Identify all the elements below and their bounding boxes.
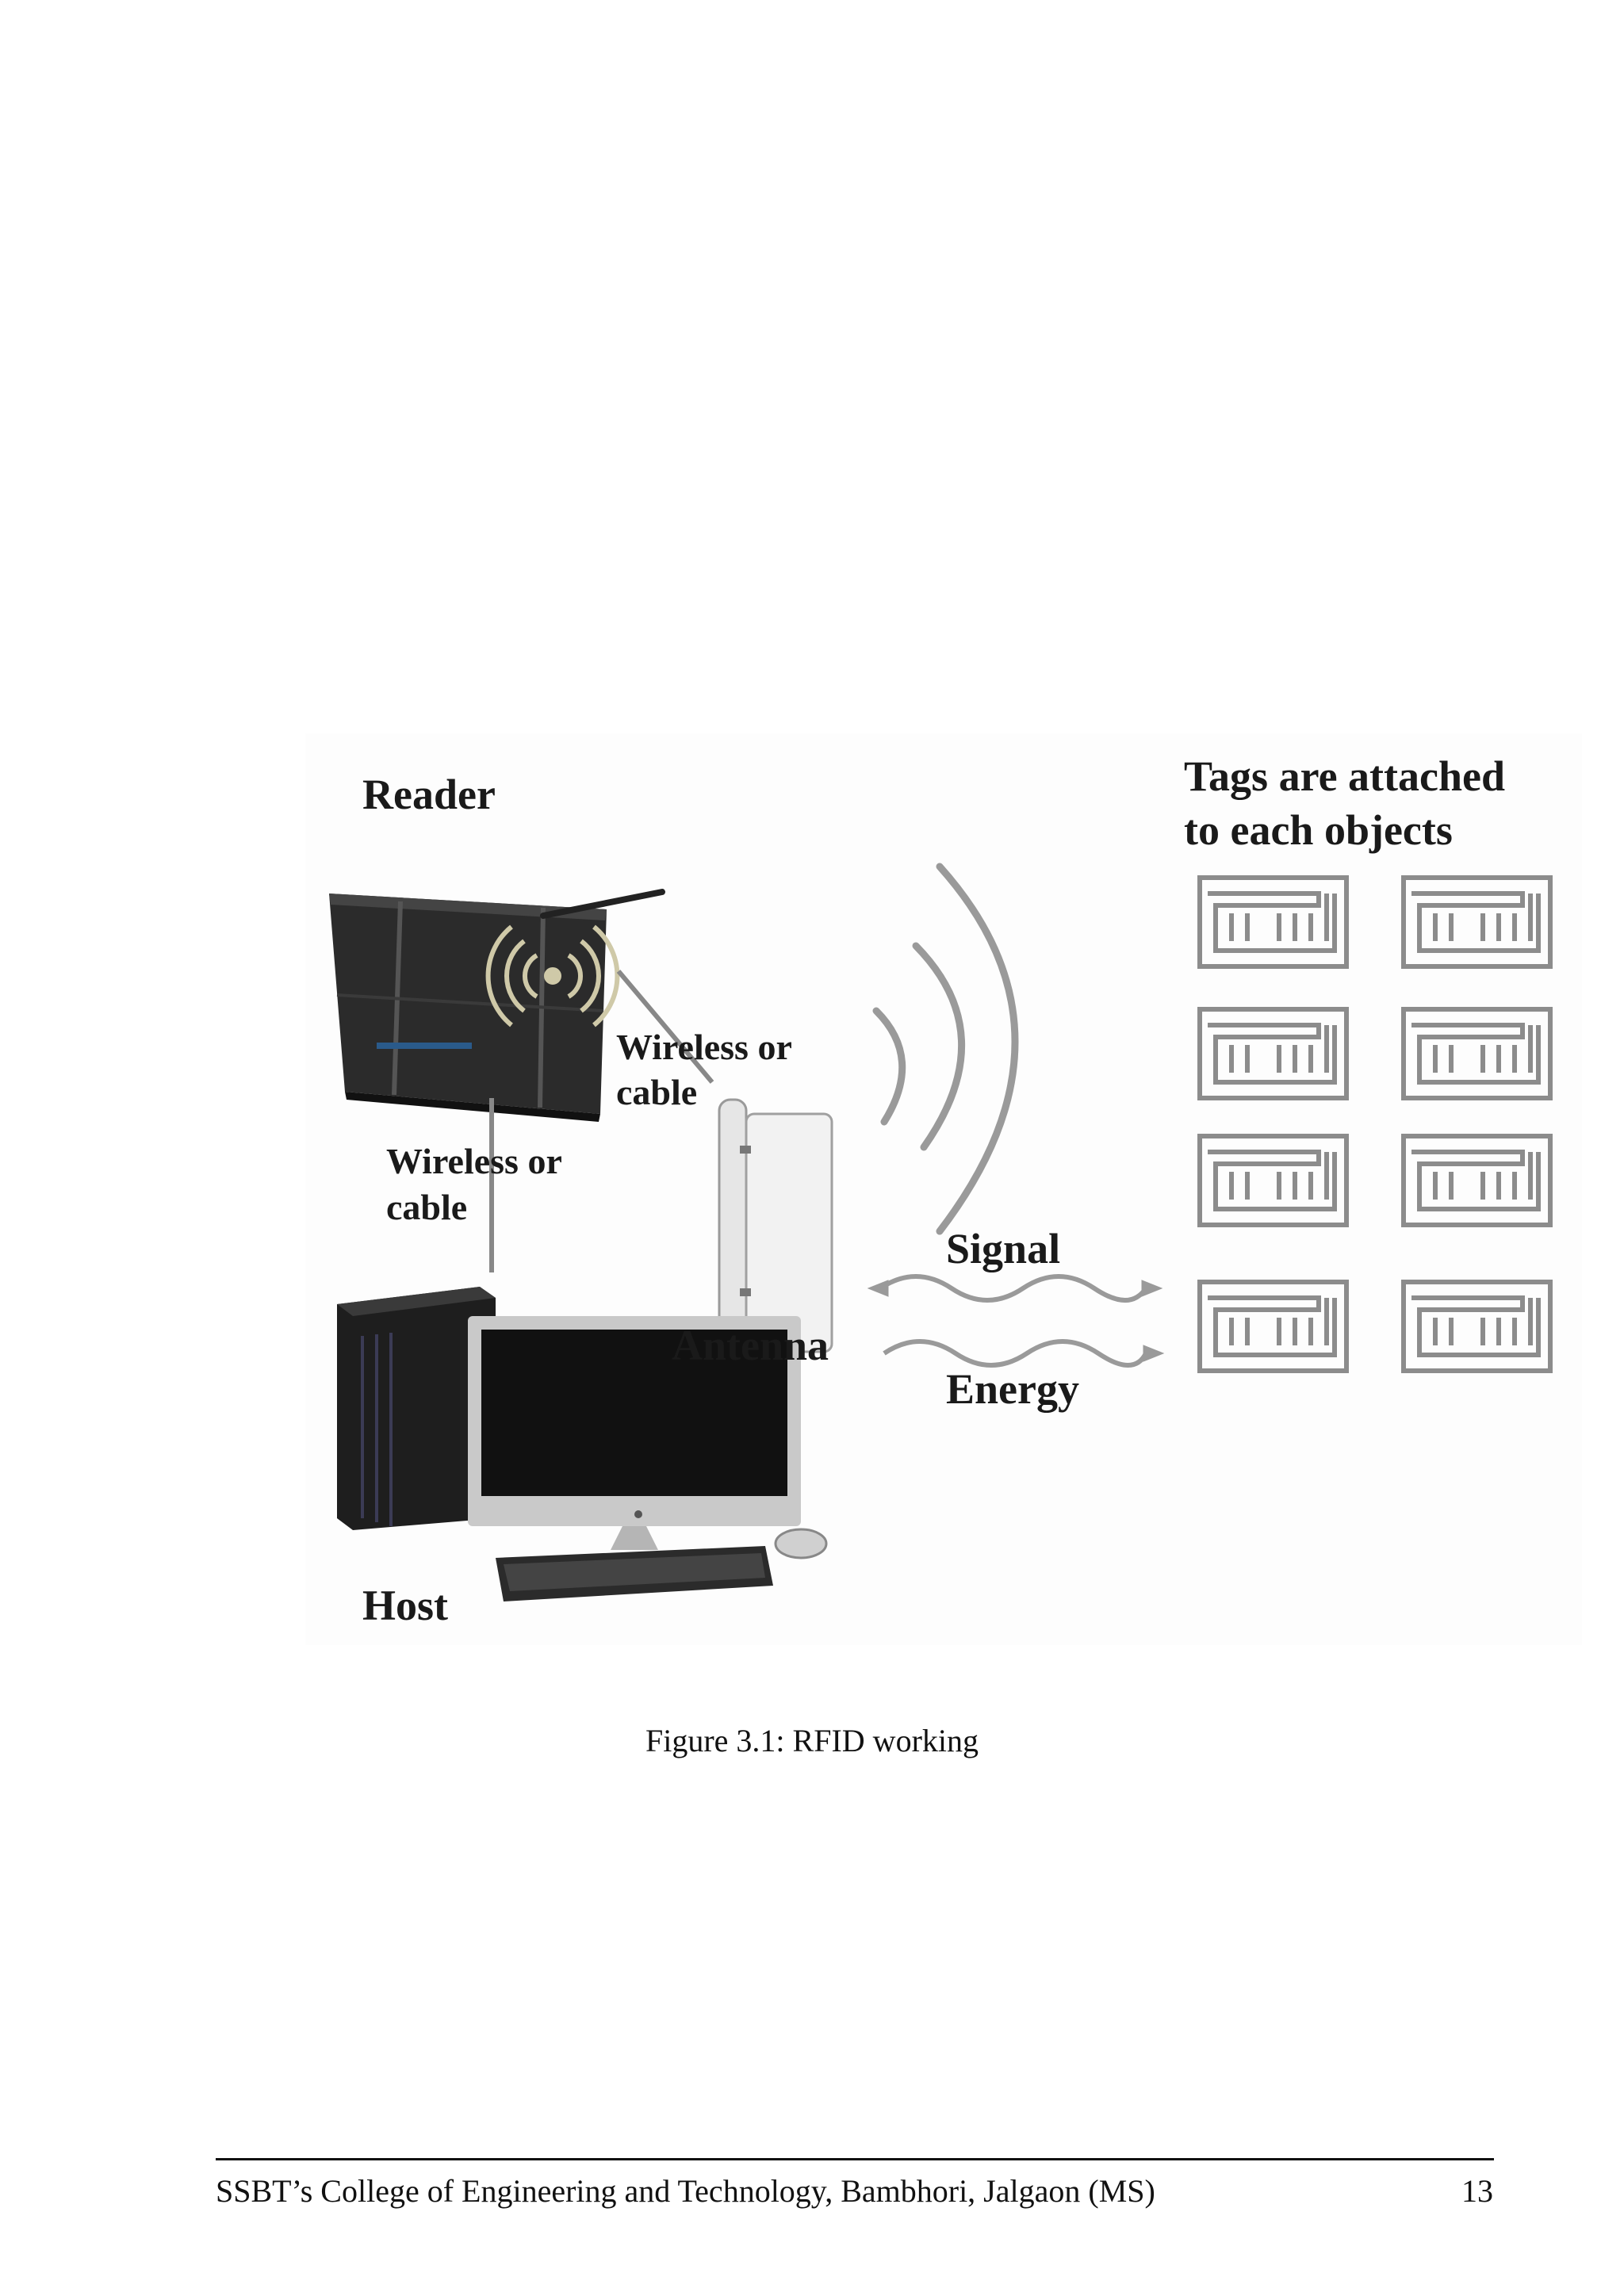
rfid-tag [1401,1007,1553,1100]
reader-wave-icon [485,924,620,1027]
label-wireless-top-line1: Wireless or [616,1027,792,1067]
rfid-tag [1197,875,1349,969]
label-energy: Energy [946,1365,1079,1413]
page-number: 13 [1461,2173,1493,2209]
rfid-figure: Reader Tags are attached to each objects… [305,733,1582,1645]
rfid-tag [1197,1280,1349,1373]
label-wireless-left-line2: cable [386,1187,468,1227]
rfid-tag [1401,1280,1553,1373]
signal-arcs [872,863,1019,1235]
rfid-tags [1197,875,1553,1373]
reader-antenna-link [616,970,714,1084]
footer-rule [216,2158,1494,2160]
rfid-tag [1401,875,1553,969]
rfid-tag [1197,1007,1349,1100]
host-computer [337,1287,828,1601]
footer-institution: SSBT’s College of Engineering and Techno… [216,2173,1155,2209]
figure-caption: Figure 3.1: RFID working [645,1723,979,1758]
energy-wave-arrow [883,1339,1165,1368]
reader-device [329,889,665,1122]
label-wireless-top-line2: cable [616,1072,698,1112]
label-tags-line2: to each objects [1184,806,1453,854]
label-antenna: Antenna [672,1322,829,1369]
label-signal: Signal [946,1225,1061,1272]
rfid-diagram [329,863,1553,1601]
label-host: Host [362,1582,448,1629]
signal-wave-arrow [867,1274,1163,1303]
label-reader: Reader [362,771,496,818]
rfid-tag [1401,1134,1553,1227]
rfid-tag [1197,1134,1349,1227]
label-tags-line1: Tags are attached [1184,752,1505,800]
label-wireless-left-line1: Wireless or [386,1141,562,1181]
